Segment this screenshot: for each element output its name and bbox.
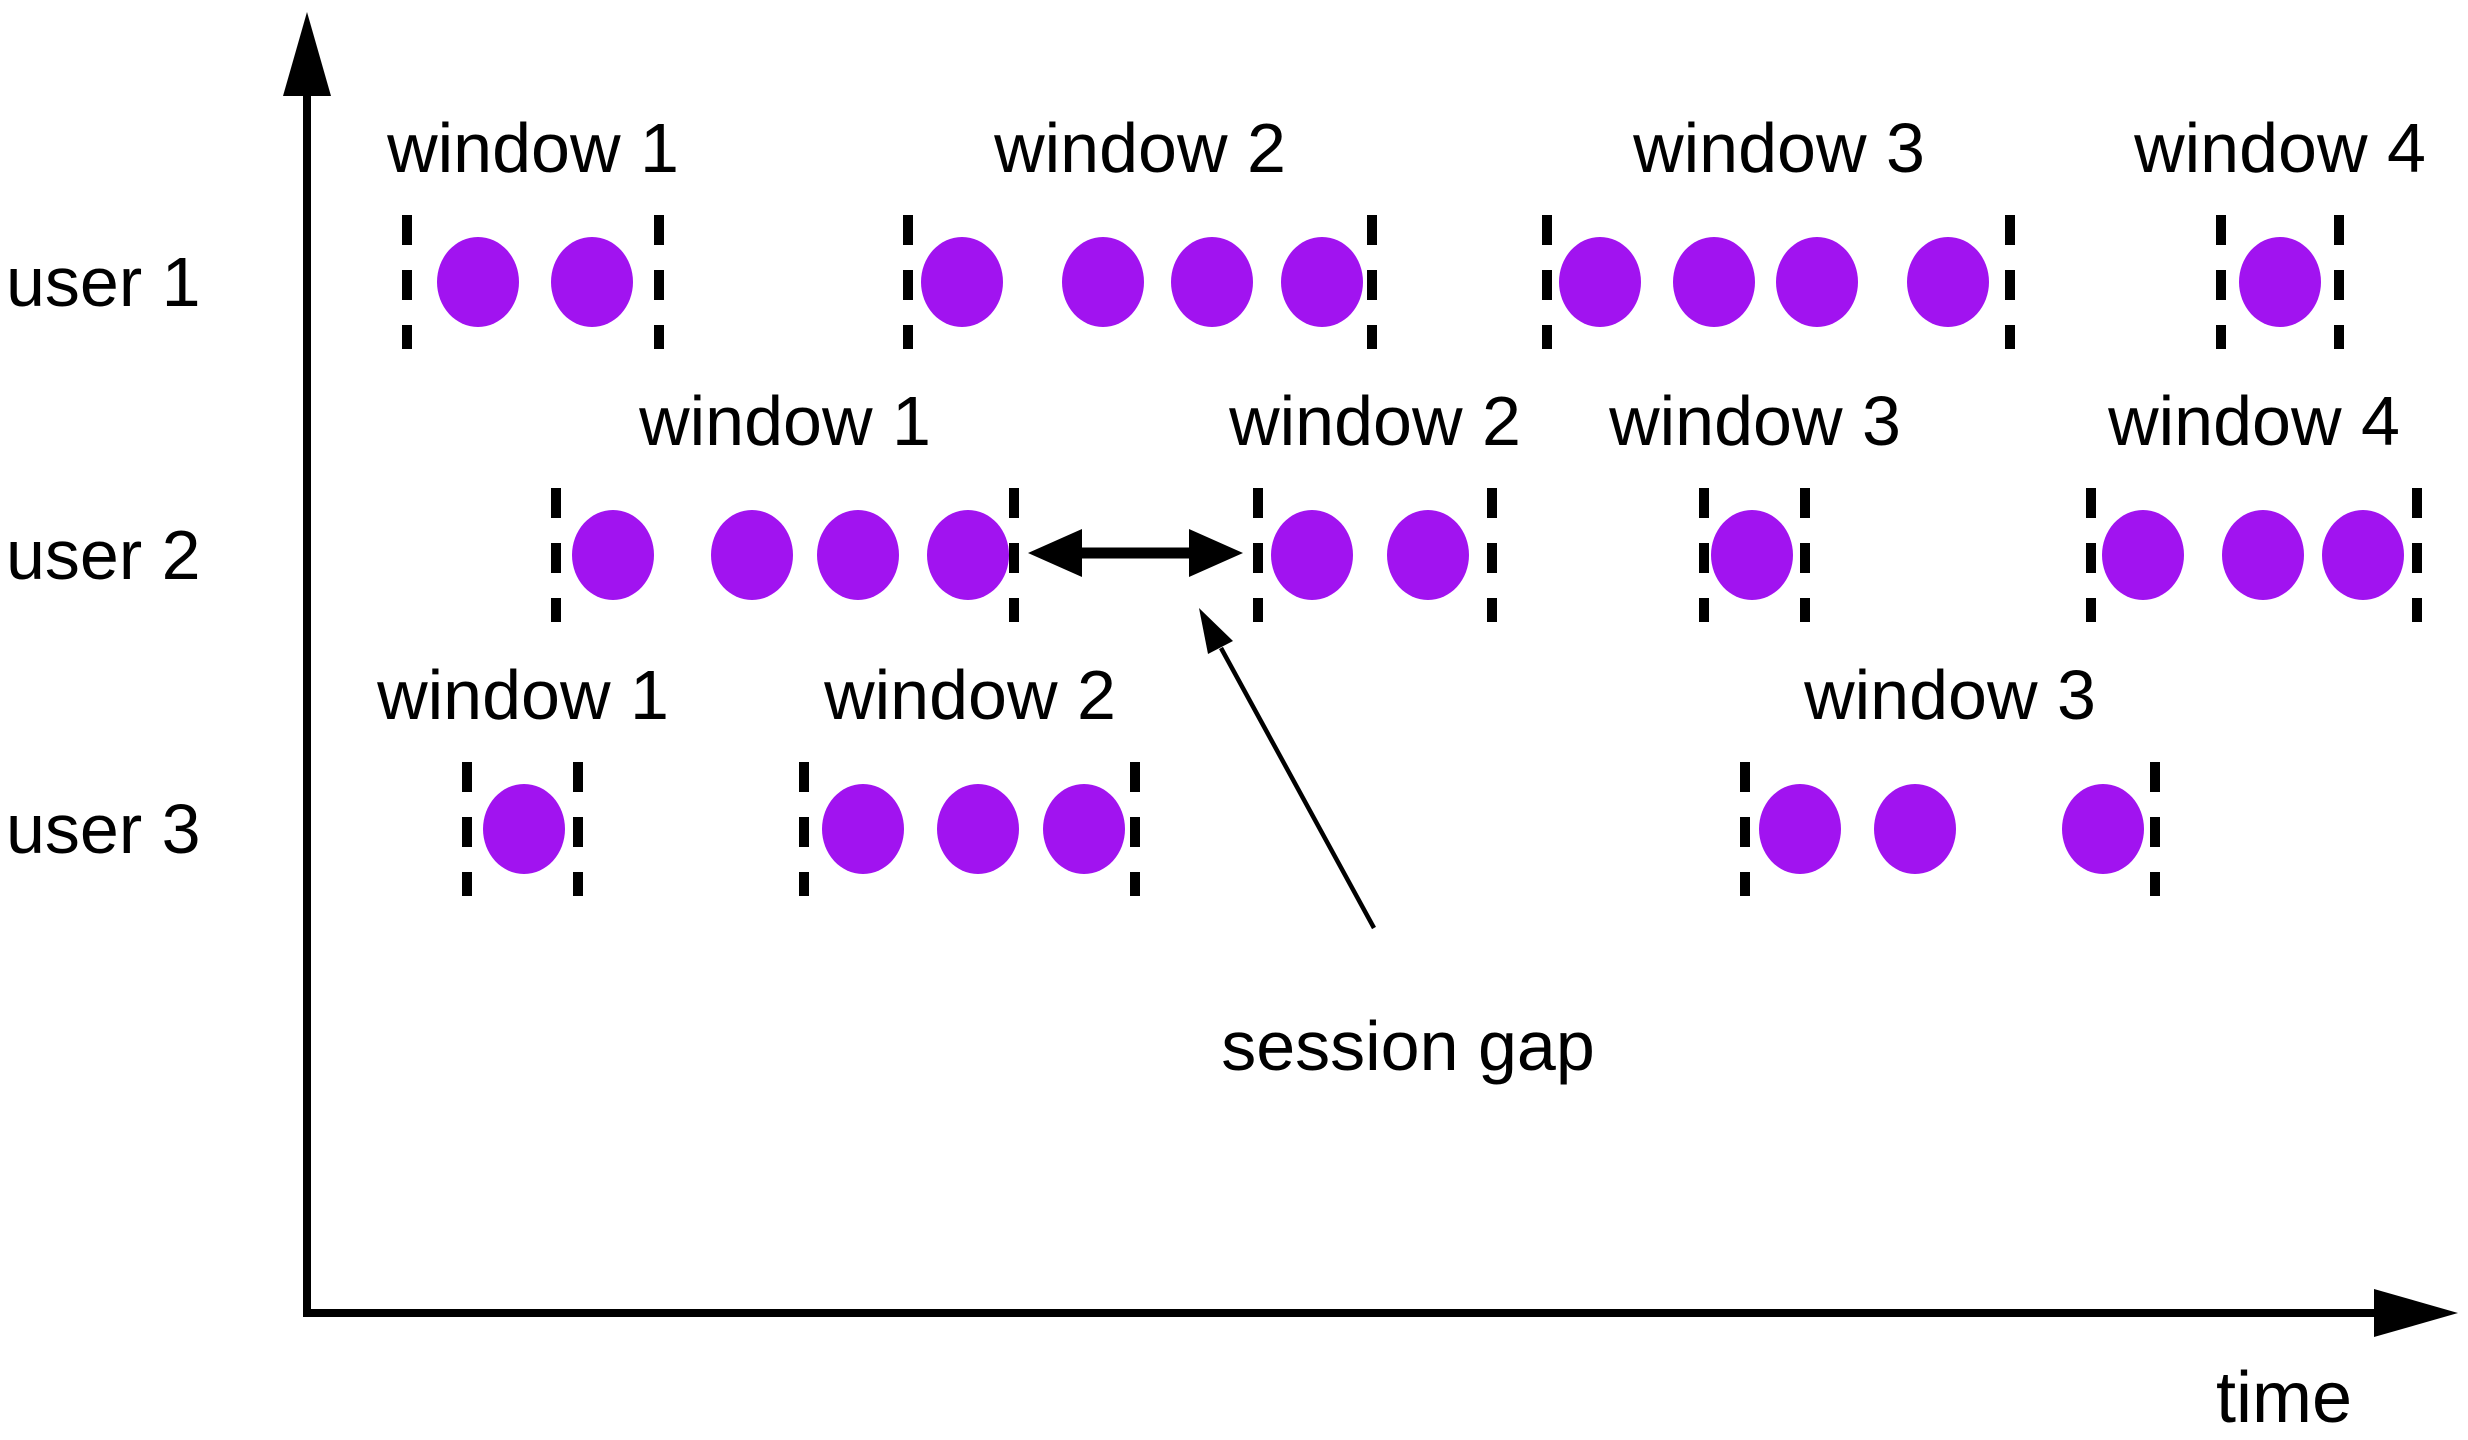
window-label-u1-w1: window 1 [386,109,679,187]
event-dot-u1-w4-e1 [2239,237,2321,327]
event-dot-u2-w3-e1 [1711,510,1793,600]
time-axis-label: time [2216,1358,2352,1438]
event-dot-u1-w2-e3 [1171,237,1253,327]
event-dot-u1-w3-e3 [1776,237,1858,327]
event-dot-u2-w4-e1 [2102,510,2184,600]
event-dot-u1-w2-e2 [1062,237,1144,327]
event-dot-u2-w1-e1 [572,510,654,600]
session-gap-pointer-line [1219,646,1376,930]
event-dot-u1-w1-e1 [437,237,519,327]
window-label-u1-w2: window 2 [993,109,1286,187]
session-gap-label: session gap [1221,1007,1595,1085]
session-gap-double-arrow [1028,529,1243,577]
window-label-u3-w3: window 3 [1803,656,2096,734]
event-dot-u1-w3-e2 [1673,237,1755,327]
event-dot-u2-w4-e3 [2322,510,2404,600]
event-dot-u3-w2-e1 [822,784,904,874]
windows-layer: window 1 window 2 window 3 window 4 window 1… [376,109,2426,896]
window-label-u1-w3: window 3 [1632,109,1925,187]
window-label-u2-w2: window 2 [1228,382,1521,460]
window-label-u3-w1: window 1 [376,656,669,734]
event-dot-u3-w3-e1 [1759,784,1841,874]
event-dot-u1-w2-e4 [1281,237,1363,327]
window-label-u3-w2: window 2 [823,656,1116,734]
window-label-u1-w4: window 4 [2133,109,2426,187]
event-dot-u2-w1-e3 [817,510,899,600]
event-dot-u3-w2-e2 [937,784,1019,874]
user-row-label-1: user 1 [6,243,201,321]
window-label-u2-w3: window 3 [1608,382,1901,460]
session-gap-arrowhead-left [1028,529,1082,577]
window-label-u2-w4: window 4 [2107,382,2400,460]
event-dot-u2-w1-e4 [927,510,1009,600]
user-row-label-3: user 3 [6,790,201,868]
event-dot-u3-w2-e3 [1043,784,1125,874]
event-dot-u1-w3-e1 [1559,237,1641,327]
event-dot-u2-w2-e2 [1387,510,1469,600]
user-row-label-2: user 2 [6,516,201,594]
event-dot-u2-w4-e2 [2222,510,2304,600]
window-label-u2-w1: window 1 [638,382,931,460]
event-dot-u2-w1-e2 [711,510,793,600]
event-dot-u3-w3-e3 [2062,784,2144,874]
event-dot-u1-w1-e2 [551,237,633,327]
y-axis [283,12,331,1316]
time-axis: time [303,1289,2458,1438]
event-dot-u2-w2-e1 [1271,510,1353,600]
session-gap-arrowhead-right [1189,529,1243,577]
session-gap-pointer-head [1199,608,1233,654]
event-dot-u1-w3-e4 [1907,237,1989,327]
event-dot-u3-w1-e1 [483,784,565,874]
event-dot-u3-w3-e2 [1874,784,1956,874]
session-gap-pointer-arrow [1199,608,1376,930]
time-axis-arrowhead [2374,1289,2458,1337]
y-axis-arrowhead [283,12,331,96]
event-dot-u1-w2-e1 [921,237,1003,327]
